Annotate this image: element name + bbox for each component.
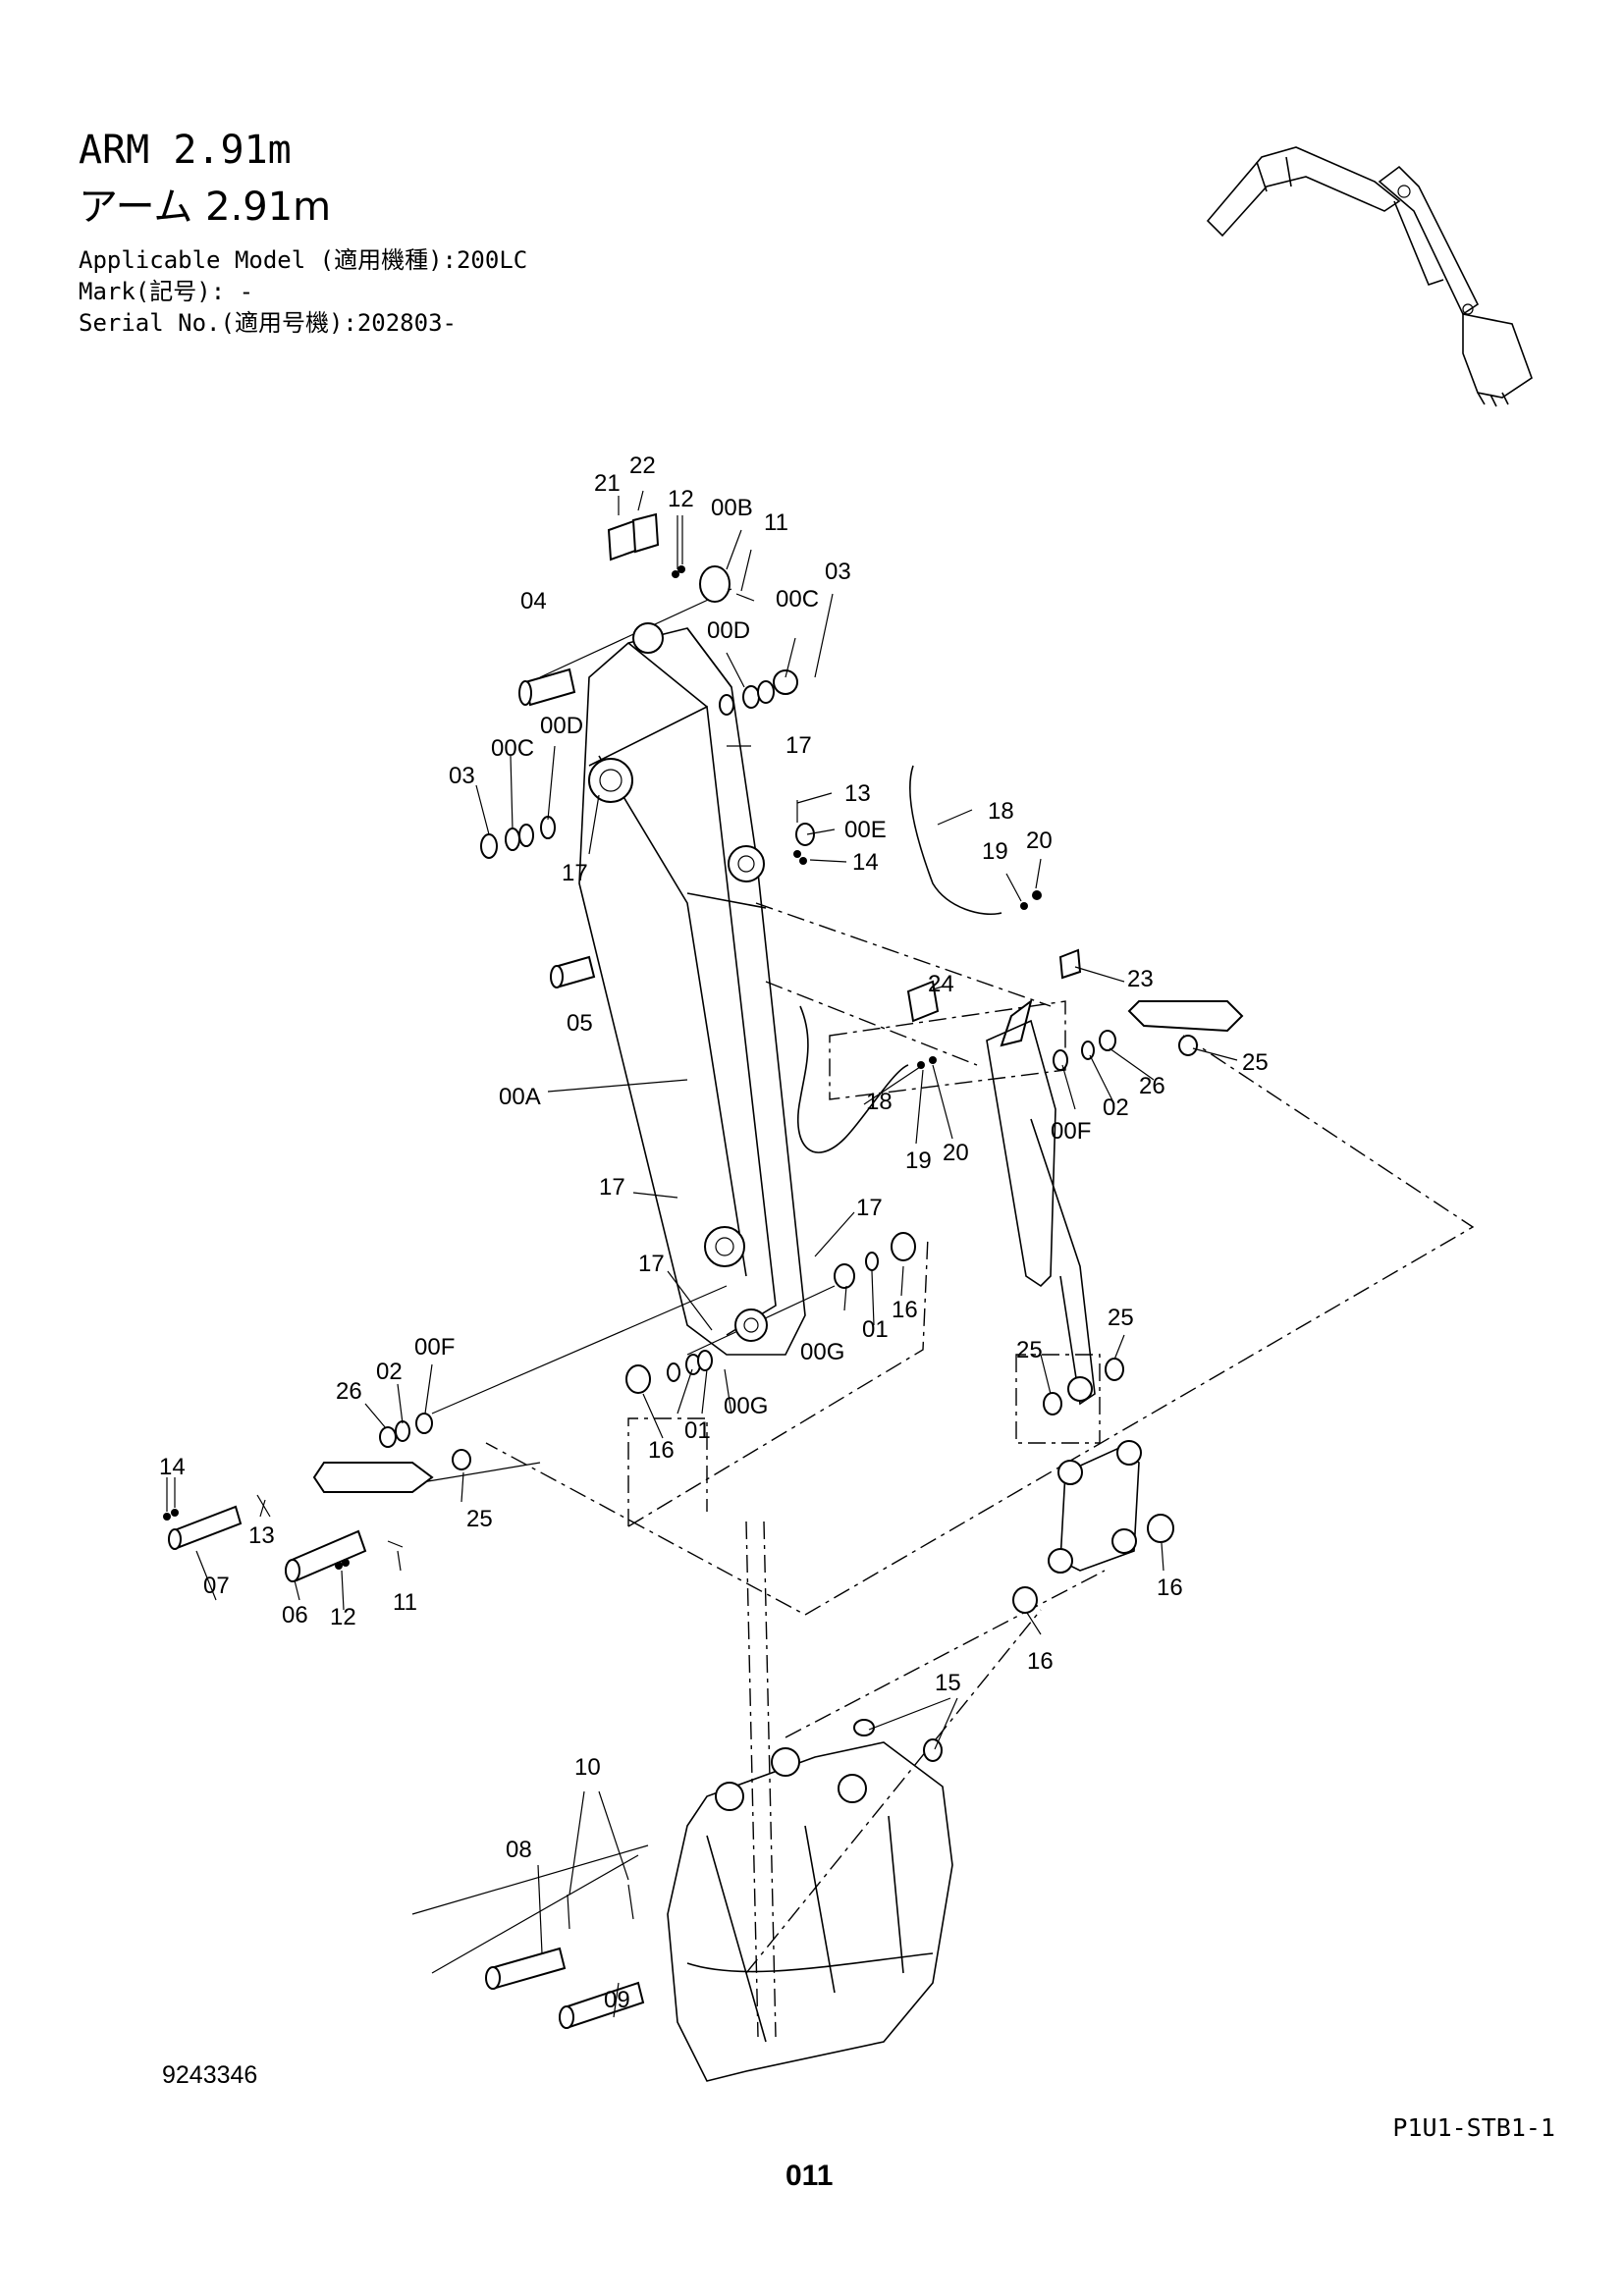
callout-12-top: 12 <box>668 486 694 512</box>
callout-17-top: 17 <box>785 732 812 759</box>
callout-16-link-left: 16 <box>1027 1648 1054 1675</box>
title-english: ARM 2.91m <box>79 128 292 173</box>
top-pin-parts <box>480 512 815 988</box>
callout-02-right: 02 <box>1103 1095 1129 1121</box>
callout-17-mid-right: 17 <box>856 1195 883 1221</box>
callout-00D-right: 00D <box>707 617 750 644</box>
callout-16-left: 16 <box>648 1437 675 1464</box>
serial-number: Serial No.(適用号機):202803- <box>79 309 457 337</box>
callout-00G-right: 00G <box>800 1339 844 1365</box>
callout-00F-left: 00F <box>414 1334 455 1361</box>
bucket <box>485 1719 953 2082</box>
guide-link <box>1012 1440 1174 1614</box>
callout-00E: 00E <box>844 817 887 843</box>
callout-25-left: 25 <box>466 1506 493 1532</box>
callout-12-bottom: 12 <box>330 1604 356 1630</box>
callout-00C-right: 00C <box>776 586 819 613</box>
callout-05: 05 <box>567 1010 593 1037</box>
callout-03-left: 03 <box>449 763 475 789</box>
applicable-model: Applicable Model (適用機種):200LC <box>79 246 528 274</box>
pins <box>163 1494 404 1582</box>
callout-18-top: 18 <box>988 798 1014 825</box>
callout-06: 06 <box>282 1602 308 1629</box>
callout-25-right: 25 <box>1242 1049 1269 1076</box>
callout-15: 15 <box>935 1670 961 1696</box>
title-japanese: アーム 2.91m <box>79 185 332 230</box>
callout-20-mid: 20 <box>943 1140 969 1166</box>
callout-04: 04 <box>520 588 547 614</box>
callout-09: 09 <box>604 1987 630 2013</box>
callout-18-mid: 18 <box>866 1089 893 1115</box>
mark-label: Mark(記号): - <box>79 278 254 305</box>
callout-16-link-right: 16 <box>1157 1575 1183 1601</box>
callout-00B: 00B <box>711 495 753 521</box>
callout-leaders <box>166 490 1238 2018</box>
callout-14-top: 14 <box>852 849 879 876</box>
callout-00F-right: 00F <box>1051 1118 1091 1145</box>
callout-22: 22 <box>629 453 656 479</box>
callout-17-lower: 17 <box>638 1251 665 1277</box>
bucket-cylinder <box>906 948 1116 1406</box>
page-number: 011 <box>785 2160 834 2192</box>
callout-10: 10 <box>574 1754 601 1781</box>
callout-01-left: 01 <box>684 1417 711 1444</box>
document-number: 9243346 <box>162 2061 258 2089</box>
callout-26-right: 26 <box>1139 1073 1165 1099</box>
callout-00A: 00A <box>499 1084 541 1110</box>
callout-21: 21 <box>594 470 621 497</box>
callout-labels: 21 22 12 00B 11 03 04 00C 00D 17 00D 00C… <box>159 453 1269 2013</box>
dashed-alignment-lines <box>485 902 1475 2038</box>
side-links <box>312 1000 1244 1493</box>
callout-25-cyl-left: 25 <box>1016 1337 1043 1363</box>
callout-19-top: 19 <box>982 838 1008 865</box>
callout-17-mid-left: 17 <box>599 1174 625 1201</box>
callout-13-left: 13 <box>248 1522 275 1549</box>
callout-08: 08 <box>506 1837 532 1863</box>
page-code: P1U1-STB1-1 <box>1392 2113 1555 2142</box>
callout-03-right: 03 <box>825 559 851 585</box>
callout-11-bottom: 11 <box>393 1589 417 1616</box>
callout-20-top: 20 <box>1026 828 1053 854</box>
callout-17-left: 17 <box>562 860 588 886</box>
callout-23: 23 <box>1127 966 1154 992</box>
callout-00G-left: 00G <box>724 1393 768 1419</box>
callout-19-mid: 19 <box>905 1148 932 1174</box>
callout-25-cyl-right: 25 <box>1108 1305 1134 1331</box>
callout-13-top: 13 <box>844 780 871 807</box>
callout-11-top: 11 <box>764 509 788 536</box>
callout-16-right: 16 <box>892 1297 918 1323</box>
callout-14-left: 14 <box>159 1454 186 1480</box>
excavator-thumbnail <box>1206 146 1533 407</box>
callout-02-left: 02 <box>376 1359 403 1385</box>
callout-26-left: 26 <box>336 1378 362 1405</box>
callout-07: 07 <box>203 1573 230 1599</box>
callout-00D-left: 00D <box>540 713 583 739</box>
callout-00C-left: 00C <box>491 735 534 762</box>
callout-24: 24 <box>928 971 954 997</box>
arm-body <box>578 622 806 1356</box>
callout-01-right: 01 <box>862 1316 889 1343</box>
